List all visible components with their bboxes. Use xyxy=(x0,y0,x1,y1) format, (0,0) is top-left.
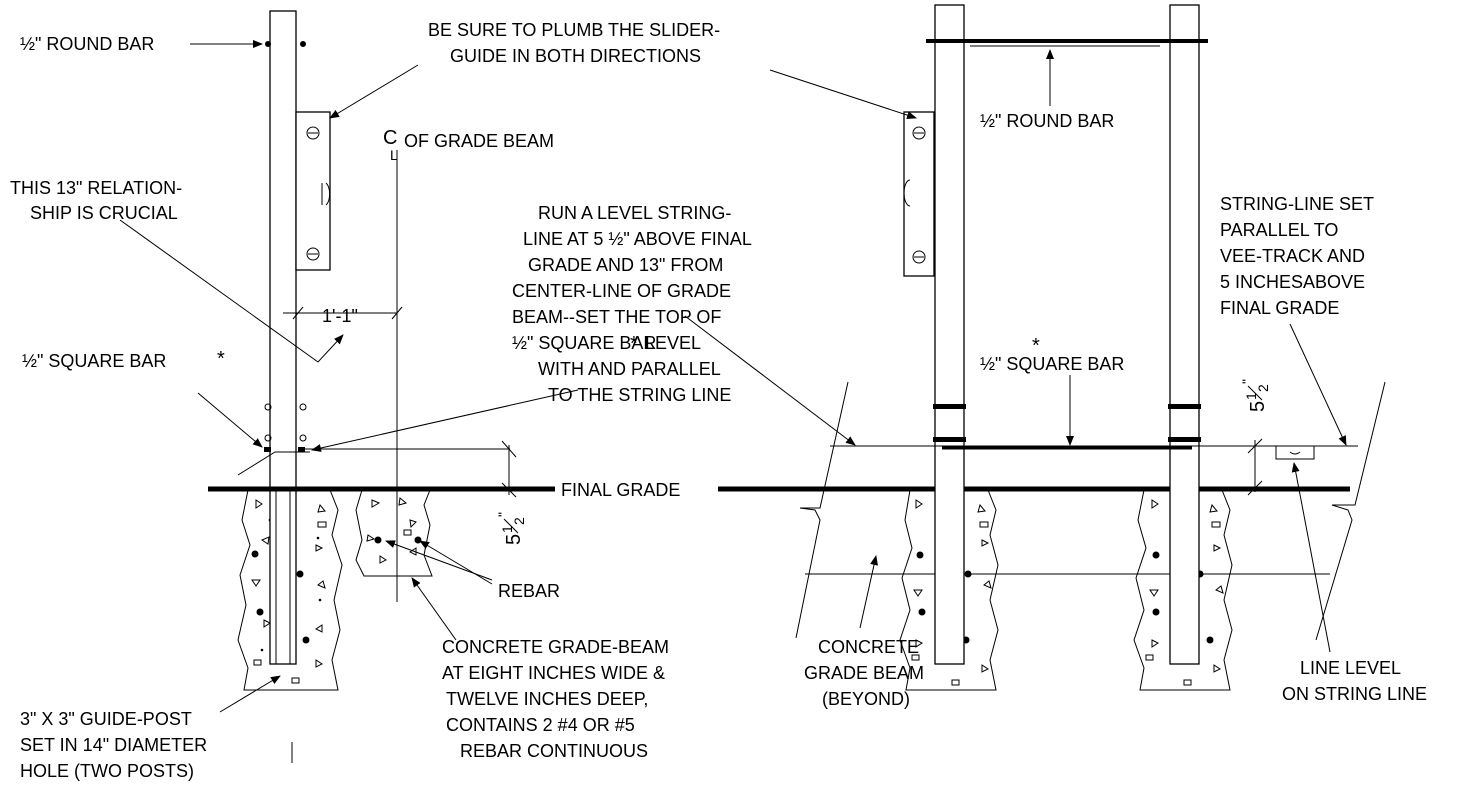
note-post-line3: HOLE (TWO POSTS) xyxy=(20,761,194,781)
note-stringline-line2: PARALLEL TO xyxy=(1220,220,1338,240)
asterisk-left: * xyxy=(217,348,225,370)
note-plumb-line2: GUIDE IN BOTH DIRECTIONS xyxy=(450,46,701,66)
svg-text:2: 2 xyxy=(511,517,527,525)
svg-text:5: 5 xyxy=(503,534,525,545)
note-plumb-line1: BE SURE TO PLUMB THE SLIDER- xyxy=(428,20,720,40)
label-round-bar-right: ½" ROUND BAR xyxy=(980,111,1114,131)
note-beam-line4: CONTAINS 2 #4 OR #5 xyxy=(446,715,635,735)
dimension-5-half-left: 5 1 2 " xyxy=(495,512,527,545)
note-beam-line5: REBAR CONTINUOUS xyxy=(460,741,648,761)
concrete-aggregate-left xyxy=(251,499,327,684)
note-run-line7: WITH AND PARALLEL xyxy=(538,359,721,379)
rebar-1 xyxy=(374,536,382,544)
svg-text:1: 1 xyxy=(1243,392,1259,400)
post-footing-left xyxy=(237,489,343,691)
note-beyond-line1: CONCRETE xyxy=(818,637,919,657)
note-relationship-line1: THIS 13" RELATION- xyxy=(10,178,182,198)
grade-beam-section xyxy=(355,489,433,577)
note-run-line6b: LEVEL xyxy=(645,333,701,353)
svg-text:1: 1 xyxy=(499,525,515,533)
dimension-5-half-right: 5 1 2 " xyxy=(1239,379,1271,412)
dimension-label-13in: 1'-1" xyxy=(322,306,358,326)
note-post-line2: SET IN 14" DIAMETER xyxy=(20,735,207,755)
asterisk-note: * xyxy=(630,333,638,355)
note-beyond-line3: (BEYOND) xyxy=(822,689,910,709)
centerline-symbol-c: C xyxy=(383,127,397,149)
label-round-bar-left: ½" ROUND BAR xyxy=(20,34,154,54)
note-run-line4: CENTER-LINE OF GRADE xyxy=(512,281,731,301)
label-square-bar-left: ½" SQUARE BAR xyxy=(22,351,166,371)
note-run-line6: ½" SQUARE BAR xyxy=(512,333,656,353)
note-beam-line2: AT EIGHT INCHES WIDE & xyxy=(442,663,665,683)
svg-text:5: 5 xyxy=(1247,401,1269,412)
label-square-bar-right: ½" SQUARE BAR xyxy=(980,354,1124,374)
note-run-line3: GRADE AND 13" FROM xyxy=(528,255,723,275)
note-line-level-line1: LINE LEVEL xyxy=(1300,658,1401,678)
note-beyond-line2: GRADE BEAM xyxy=(804,663,924,683)
guide-post-right-1 xyxy=(934,4,965,665)
guide-post-right-2 xyxy=(1169,4,1200,665)
note-post-line1: 3" X 3" GUIDE-POST xyxy=(20,709,192,729)
rebar-2 xyxy=(414,536,422,544)
note-beam-line1: CONCRETE GRADE-BEAM xyxy=(442,637,669,657)
label-grade-beam-cl: OF GRADE BEAM xyxy=(404,131,554,151)
line-level xyxy=(1275,445,1315,460)
note-run-line5: BEAM--SET THE TOP OF xyxy=(512,307,721,327)
post-footing-right-2 xyxy=(1133,489,1233,691)
note-stringline-line5: FINAL GRADE xyxy=(1220,298,1339,318)
note-stringline-line1: STRING-LINE SET xyxy=(1220,194,1374,214)
note-stringline-line3: VEE-TRACK AND xyxy=(1220,246,1365,266)
label-final-grade: FINAL GRADE xyxy=(561,480,680,500)
note-run-line8: TO THE STRING LINE xyxy=(548,385,731,405)
note-run-line2: LINE AT 5 ½" ABOVE FINAL xyxy=(523,229,752,249)
note-beam-line3: TWELVE INCHES DEEP, xyxy=(446,689,648,709)
note-stringline-line4: 5 INCHESABOVE xyxy=(1220,272,1365,292)
centerline-symbol-l: L xyxy=(390,147,398,163)
note-run-line1: RUN A LEVEL STRING- xyxy=(538,203,731,223)
slider-guide-plate-left xyxy=(295,111,331,271)
svg-text:2: 2 xyxy=(1255,384,1271,392)
note-line-level-line2: ON STRING LINE xyxy=(1282,684,1427,704)
post-footing-right-1 xyxy=(899,489,999,691)
asterisk-right: * xyxy=(1032,335,1040,357)
note-relationship-line2: SHIP IS CRUCIAL xyxy=(30,203,178,223)
svg-text:": " xyxy=(1239,379,1255,384)
label-rebar: REBAR xyxy=(498,581,560,601)
svg-text:": " xyxy=(495,512,511,517)
